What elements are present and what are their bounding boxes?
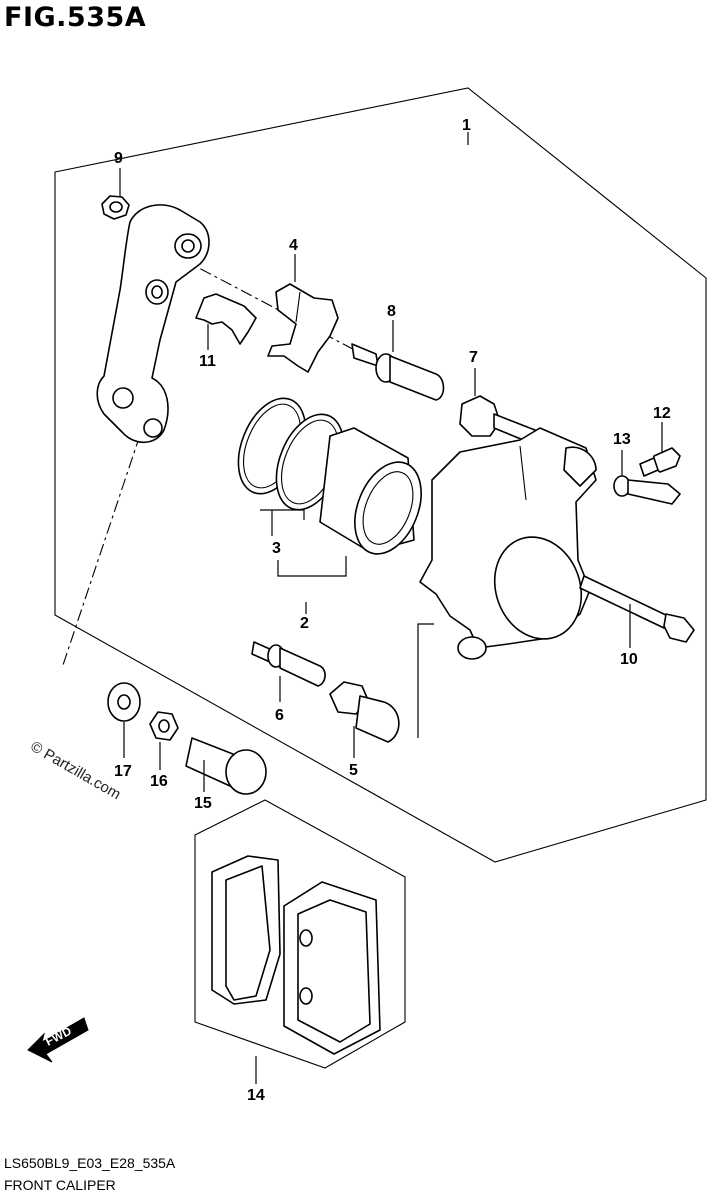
callout-9: 9 xyxy=(114,150,123,167)
nut-16 xyxy=(149,711,179,741)
washer-17 xyxy=(107,682,141,722)
brake-pads-14 xyxy=(211,855,381,1055)
callout-labels: 1 2 3 4 5 6 7 8 9 10 11 12 13 14 15 16 1… xyxy=(114,117,671,1104)
caliper-body xyxy=(419,427,597,660)
bolt-15 xyxy=(185,737,267,795)
bolt-9 xyxy=(101,195,130,220)
callout-15: 15 xyxy=(194,795,212,812)
bleeder-valve-12 xyxy=(639,447,681,477)
figure-title: FIG.535A xyxy=(4,2,147,33)
sliding-pin-8 xyxy=(351,343,445,401)
boot-5 xyxy=(329,681,400,743)
piston-2 xyxy=(319,427,422,555)
callout-10: 10 xyxy=(620,651,638,668)
figure-code: LS650BL9_E03_E28_535A xyxy=(4,1155,176,1171)
callout-17: 17 xyxy=(114,763,132,780)
callout-6: 6 xyxy=(275,707,284,724)
callout-8: 8 xyxy=(387,303,396,320)
caliper-bracket xyxy=(96,204,210,444)
pad-spring-11 xyxy=(195,293,257,345)
pin-6 xyxy=(251,641,326,687)
pad-spring-4 xyxy=(267,283,339,373)
fwd-arrow: FWD xyxy=(27,1017,89,1063)
pad-set-outline xyxy=(194,799,406,1069)
callout-13: 13 xyxy=(613,431,631,448)
callout-4: 4 xyxy=(289,237,298,254)
callout-2: 2 xyxy=(300,615,309,632)
callout-3: 3 xyxy=(272,540,281,557)
callout-5: 5 xyxy=(349,762,358,779)
callout-1: 1 xyxy=(462,117,471,134)
callout-leaders xyxy=(119,132,663,1084)
callout-16: 16 xyxy=(150,773,168,790)
callout-14: 14 xyxy=(247,1087,265,1104)
callout-11: 11 xyxy=(199,353,216,370)
bleeder-cap-13 xyxy=(613,475,681,505)
figure-name: FRONT CALIPER xyxy=(4,1177,116,1193)
callout-12: 12 xyxy=(653,405,671,422)
alignment-line xyxy=(61,434,141,669)
callout-7: 7 xyxy=(469,349,478,366)
assembly-outline xyxy=(54,87,707,863)
pin-10 xyxy=(579,575,695,643)
